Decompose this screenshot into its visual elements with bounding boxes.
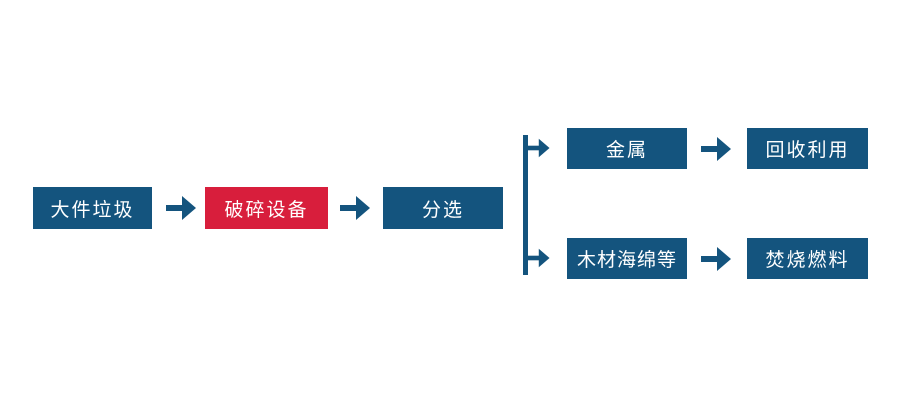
branch-connector-line [523,135,528,275]
node-wood-sponge: 木材海绵等 [567,238,687,279]
arrow-right-icon [701,136,731,162]
arrow-right-icon [166,195,196,221]
node-crushing-equipment: 破碎设备 [205,187,328,229]
node-metal: 金属 [567,128,687,169]
arrow-right-icon [526,138,550,158]
arrow-right-icon [340,195,370,221]
node-bulky-waste: 大件垃圾 [33,187,152,229]
arrow-right-icon [526,248,550,268]
node-sorting: 分选 [383,187,503,229]
node-recycling: 回收利用 [747,128,868,169]
node-incineration-fuel: 焚烧燃料 [747,238,868,279]
arrow-right-icon [701,246,731,272]
